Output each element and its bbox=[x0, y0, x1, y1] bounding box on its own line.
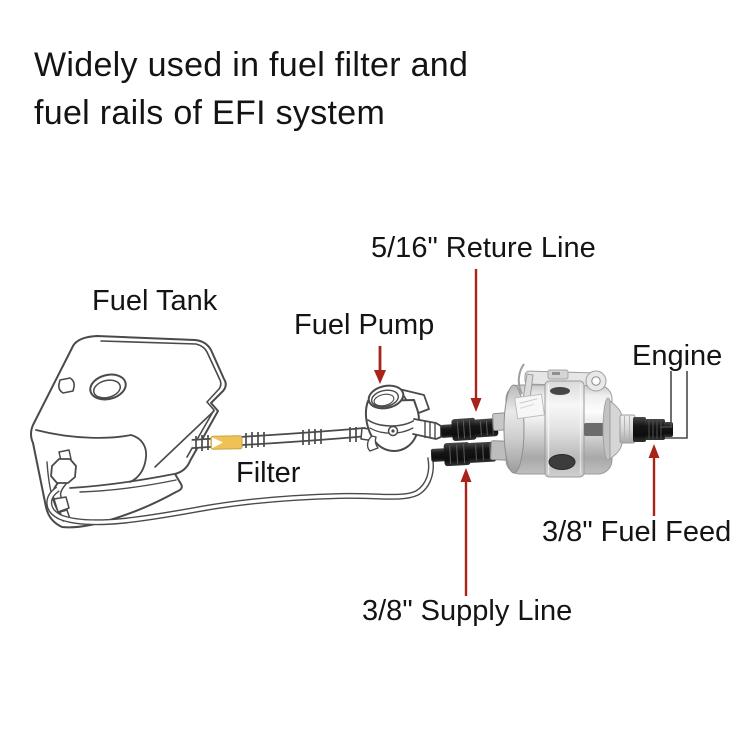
arrow-return-line bbox=[470, 269, 482, 412]
fuel-tank-label: Fuel Tank bbox=[92, 285, 218, 317]
inline-filter-highlight bbox=[210, 435, 243, 450]
fuel-pump-label: Fuel Pump bbox=[294, 309, 435, 341]
filter-label: Filter bbox=[236, 457, 301, 489]
fuel-filter-regulator bbox=[503, 363, 673, 478]
pump-outlet-arm bbox=[412, 418, 442, 440]
fuel-feed-label: 3/8" Fuel Feed bbox=[542, 516, 732, 548]
return-line-fitting bbox=[440, 417, 499, 442]
supply-hose bbox=[191, 427, 367, 451]
return-line-label: 5/16" Reture Line bbox=[371, 232, 596, 264]
engine-label: Engine bbox=[632, 340, 723, 372]
headline-line2: fuel rails of EFI system bbox=[34, 94, 386, 132]
arrow-fuel-feed bbox=[648, 444, 660, 516]
bracket-hole bbox=[591, 376, 601, 386]
headline-line1: Widely used in fuel filter and bbox=[34, 46, 469, 84]
arrow-fuel-pump bbox=[374, 346, 386, 384]
supply-line-fitting bbox=[430, 441, 497, 467]
annotation-arrows bbox=[374, 269, 688, 596]
supply-line-label: 3/8" Supply Line bbox=[362, 595, 573, 627]
engine-leader-lines bbox=[660, 371, 688, 439]
filter-label-sticker bbox=[514, 393, 545, 420]
return-hose bbox=[46, 456, 434, 526]
fuel-pump-drawing bbox=[360, 384, 442, 452]
tank-outlet-nut bbox=[50, 458, 77, 484]
filter-bottom-port bbox=[548, 454, 576, 470]
headline: Widely used in fuel filter and fuel rail… bbox=[34, 41, 468, 137]
tank-top-nub bbox=[58, 377, 75, 394]
tank-outline bbox=[30, 335, 227, 529]
fuel-tank-drawing bbox=[30, 335, 227, 529]
arrow-supply-line bbox=[460, 468, 472, 596]
